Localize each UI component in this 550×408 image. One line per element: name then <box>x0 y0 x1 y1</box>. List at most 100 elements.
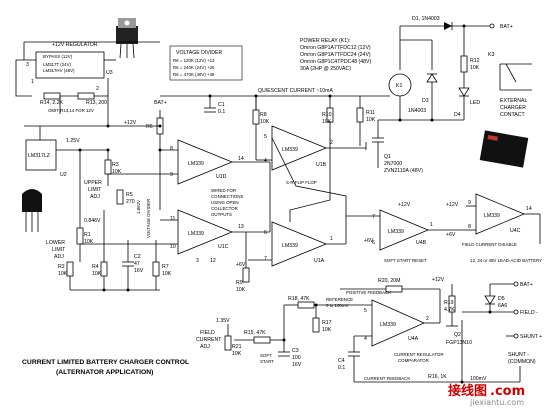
quiescent-label: QUIESCENT CURRENT ~10mA <box>258 88 333 94</box>
r7 <box>152 261 160 277</box>
r18 <box>297 301 315 309</box>
regulator-part2: LM317HV (48V) <box>43 68 75 73</box>
comparator-u1c: LM339 U1C 11 10 13 3 12 <box>80 209 270 264</box>
r1-label: R1 <box>84 232 91 238</box>
r19-label: R19 <box>444 300 454 306</box>
r7-label: R7 <box>162 264 169 270</box>
c2-voltage: 16V <box>134 268 144 274</box>
current-regulator-block: R20, 20M POSITIVE FEEDBACK R18, 47K REFE… <box>284 277 542 383</box>
r14 <box>43 92 61 100</box>
u1c-label: U1C <box>218 244 229 250</box>
c1-label: C1 <box>218 102 225 108</box>
r14-label: R14, 2.2K <box>40 100 64 106</box>
u4b-pin1: 1 <box>430 222 433 228</box>
u1a-label: U1A <box>314 258 325 264</box>
upper-limit-2: LIMIT <box>88 187 102 193</box>
reference-label-2: 0 to 100mV <box>326 303 349 308</box>
lm317lz-label: LM317LZ <box>28 153 50 159</box>
relay-line2: Omron G8P1A7TFDC24 (24V) <box>300 52 371 58</box>
cur-reg-label-1: CURRENT REGULATOR <box>394 352 444 357</box>
field-adj-2: CURRENT <box>196 337 222 343</box>
shunt-common-out: (COMMON) <box>508 359 536 365</box>
upper-limit-1: UPPER <box>84 180 102 186</box>
r8 <box>252 109 260 125</box>
r12-value: 10K <box>470 65 480 71</box>
regulator-block: +12V REGULATOR BYPASS (12V) LM317T (24V)… <box>15 18 160 127</box>
u1c-lm339: LM339 <box>188 231 204 237</box>
u1c-pin10: 10 <box>170 244 176 250</box>
field-adj-1: FIELD <box>200 330 215 336</box>
relay-line3: Omron G8P1C4TPDC48 (48V) <box>300 59 371 65</box>
c3-label: C3 <box>292 348 299 354</box>
to92-icon <box>22 189 42 232</box>
u1a-pin1: 1 <box>330 236 333 242</box>
d1-label: D1, 1N4003 <box>412 16 440 22</box>
ext-charger-3: CONTACT <box>500 112 526 118</box>
c3-voltage: 16V <box>292 362 302 368</box>
reference-label-1: REFERENCE <box>326 297 353 302</box>
bat-plus-out: BAT+ <box>520 282 533 288</box>
reference-block: LM317LZ U2 1.25V R3 10K UPPER LIMIT ADJ … <box>22 126 172 291</box>
led-label: LED <box>470 100 480 106</box>
wired5: OUTPUTS <box>211 212 232 217</box>
divider-rails: BAT+ R6 C1 0.1 R8 10K <box>146 96 270 210</box>
v0846-label: 0.846V <box>84 218 101 224</box>
lower-limit-2: LIMIT <box>52 247 66 253</box>
comparator-u1a: LM339 U1A 6 7 1 +6V <box>236 221 346 268</box>
field-minus-out: FIELD - <box>520 310 538 316</box>
u1c-pin3: 3 <box>196 258 199 264</box>
r17-label: R17 <box>322 320 332 326</box>
r17 <box>312 317 320 333</box>
r8-label: R8 <box>260 112 267 118</box>
comparator-u1d: LM339 U1D 8 9 14 WIRED FOR CONNECTIONS U… <box>108 139 270 217</box>
r5-value: 270 <box>126 199 135 205</box>
u1d-pin8: 8 <box>170 146 173 152</box>
title-line-1: CURRENT LIMITED BATTERY CHARGER CONTROL <box>22 359 189 366</box>
v186-label: 1.862V <box>136 200 141 214</box>
d5-diode <box>484 295 496 305</box>
u4c-pin9: 9 <box>468 200 471 206</box>
watermark-cn: 接线图 <box>448 383 487 399</box>
soft-start-2: START <box>260 359 274 364</box>
comparator-u4b: LM339 U4B +12V +6V 7 6 1 SOFT START RESE… <box>346 202 466 263</box>
u1b-pin2: 2 <box>330 140 333 146</box>
junction-dots <box>78 24 492 384</box>
ext-charger-1: EXTERNAL <box>500 98 528 104</box>
u1b-pin5: 5 <box>264 134 267 140</box>
regulator-u3 <box>35 51 105 79</box>
u2-lm317lz <box>25 139 57 171</box>
omit-note: OMIT R13,14 FOR 12V <box>48 108 94 113</box>
v125-label: 1.25V <box>66 138 80 144</box>
c4-value: 0.1 <box>338 365 345 371</box>
v6-label-b: +6V <box>364 238 374 244</box>
watermark-dot: .com <box>490 384 525 399</box>
cur-reg-label-2: COMPARATOR <box>398 358 429 363</box>
sr-flipflop-label: S-R FLIP FLOP <box>286 180 317 185</box>
r1-value: 10K <box>84 239 94 245</box>
to220-icon <box>116 18 138 59</box>
u4c-pin14: 14 <box>526 206 532 212</box>
r15-label: R15, 47K <box>244 330 266 336</box>
u2-label: U2 <box>60 172 67 178</box>
u4b-lm339: LM339 <box>388 229 404 235</box>
r9 <box>242 267 250 283</box>
r3-value: 10K <box>112 169 122 175</box>
u1d-pin9: 9 <box>170 172 173 178</box>
d4-label: D4 <box>454 112 461 118</box>
r17-value: 10K <box>322 327 332 333</box>
plus12v-label: +12V <box>124 120 137 126</box>
divider-line3: R6 = 470K (48V) +48 <box>173 72 215 77</box>
u3-label: U3 <box>106 70 113 76</box>
regulator-part1: LM317T (24V) <box>43 62 72 67</box>
v12-label-b: +12V <box>398 202 411 208</box>
r13-label: R13, 200 <box>86 100 107 106</box>
shunt-plus-out: SHUNT + <box>520 334 542 340</box>
u4b-label: U4B <box>416 240 427 246</box>
q1-part2: ZVN2110A (48V) <box>384 168 423 174</box>
u4a-lm339: LM339 <box>380 322 396 328</box>
wired3: USING OPEN <box>211 200 239 205</box>
q2-label: Q2 <box>454 332 461 338</box>
title-line-2: (ALTERNATOR APPLICATION) <box>56 369 153 376</box>
d1-diode <box>444 22 452 30</box>
